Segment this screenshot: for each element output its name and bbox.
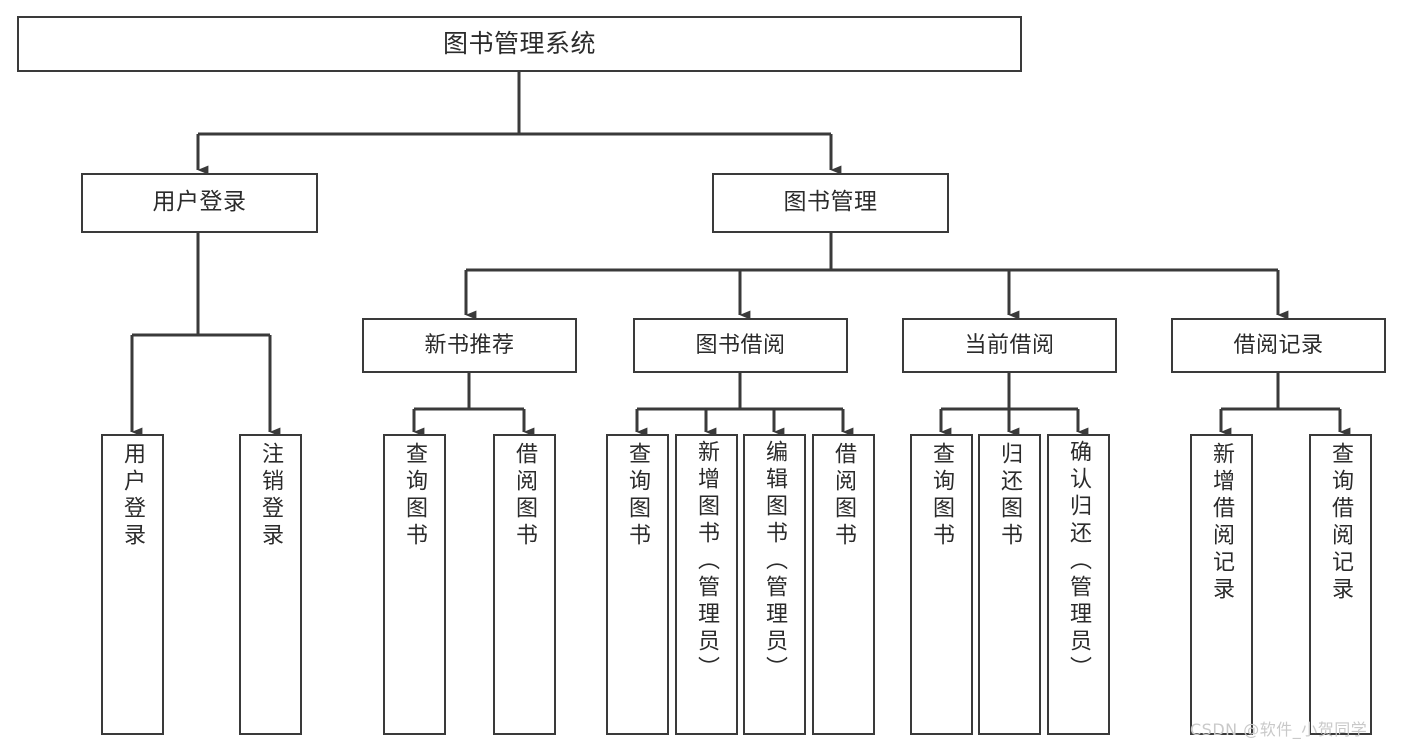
leaf-logout-label: 注销登录 (258, 442, 284, 550)
node-user-login[interactable]: 用户登录 (81, 173, 318, 233)
leaf-bb-borrow-book-label: 借阅图书 (831, 442, 857, 550)
node-new-book-recommend-label: 新书推荐 (424, 332, 515, 358)
leaf-cb-query-book-label: 查询图书 (929, 442, 955, 550)
leaf-nb-query-book[interactable]: 查询图书 (383, 434, 446, 735)
node-borrow-record[interactable]: 借阅记录 (1171, 318, 1386, 373)
node-book-management-label: 图书管理 (783, 189, 878, 216)
leaf-cb-return-book-label: 归还图书 (997, 442, 1023, 550)
leaf-nb-borrow-book[interactable]: 借阅图书 (493, 434, 556, 735)
leaf-bb-add-book-admin[interactable]: 新增图书（管理员） (675, 434, 738, 735)
leaf-cb-confirm-return-admin-label: 确认归还（管理员） (1066, 440, 1092, 683)
leaf-bb-add-book-admin-label: 新增图书（管理员） (694, 440, 720, 683)
leaf-cb-return-book[interactable]: 归还图书 (978, 434, 1041, 735)
leaf-cb-query-book[interactable]: 查询图书 (910, 434, 973, 735)
node-user-login-label: 用户登录 (152, 189, 247, 216)
leaf-nb-borrow-book-label: 借阅图书 (512, 442, 538, 550)
node-current-borrow[interactable]: 当前借阅 (902, 318, 1117, 373)
leaf-bb-edit-book-admin[interactable]: 编辑图书（管理员） (743, 434, 806, 735)
node-book-borrow[interactable]: 图书借阅 (633, 318, 848, 373)
leaf-cb-confirm-return-admin[interactable]: 确认归还（管理员） (1047, 434, 1110, 735)
node-book-borrow-label: 图书借阅 (695, 332, 786, 358)
leaf-br-query-record[interactable]: 查询借阅记录 (1309, 434, 1372, 735)
leaf-user-login-label: 用户登录 (120, 442, 146, 550)
leaf-logout[interactable]: 注销登录 (239, 434, 302, 735)
leaf-user-login[interactable]: 用户登录 (101, 434, 164, 735)
node-borrow-record-label: 借阅记录 (1233, 332, 1324, 358)
leaf-br-query-record-label: 查询借阅记录 (1328, 442, 1354, 604)
leaf-bb-borrow-book[interactable]: 借阅图书 (812, 434, 875, 735)
leaf-bb-query-book[interactable]: 查询图书 (606, 434, 669, 735)
node-current-borrow-label: 当前借阅 (964, 332, 1055, 358)
leaf-bb-edit-book-admin-label: 编辑图书（管理员） (762, 440, 788, 683)
leaf-br-add-record[interactable]: 新增借阅记录 (1190, 434, 1253, 735)
node-book-management[interactable]: 图书管理 (712, 173, 949, 233)
leaf-br-add-record-label: 新增借阅记录 (1209, 442, 1235, 604)
node-new-book-recommend[interactable]: 新书推荐 (362, 318, 577, 373)
node-root-label: 图书管理系统 (442, 29, 596, 59)
leaf-nb-query-book-label: 查询图书 (402, 442, 428, 550)
node-root-book-management-system[interactable]: 图书管理系统 (17, 16, 1022, 72)
leaf-bb-query-book-label: 查询图书 (625, 442, 651, 550)
